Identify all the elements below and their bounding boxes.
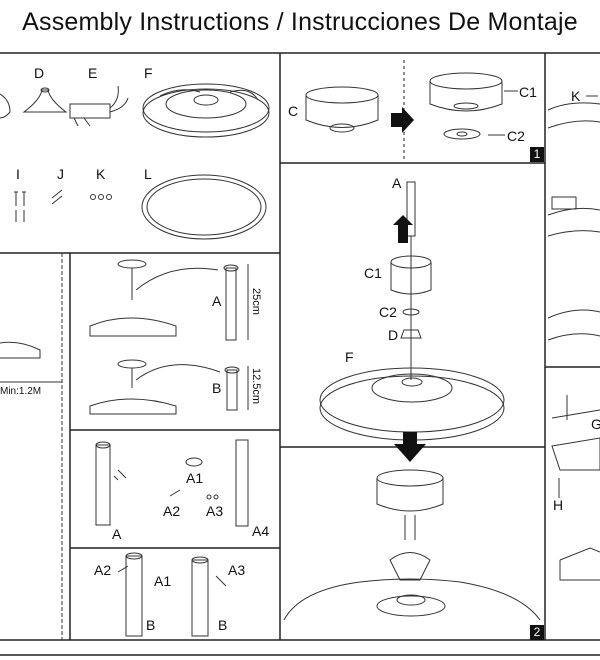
part-label-i: I xyxy=(16,166,20,182)
step1-label-c: C xyxy=(288,103,299,119)
step2-label-a: A xyxy=(392,175,402,191)
rod-label-a2: A2 xyxy=(163,503,181,519)
part-label-d: D xyxy=(34,65,45,81)
part-label-l: L xyxy=(144,166,152,182)
page-title: Assembly Instructions / Instrucciones De… xyxy=(22,8,578,36)
part-label-e: E xyxy=(88,65,98,81)
downrod-length-12-5: 12.5cm xyxy=(250,368,262,405)
part-label-j: J xyxy=(57,166,64,182)
assembly-label-a1: A1 xyxy=(154,573,172,589)
rod-label-a1: A1 xyxy=(186,470,204,486)
min-height-label: Min:1.2M xyxy=(0,386,42,397)
downrod-label-b: B xyxy=(212,380,222,396)
right-label-h: H xyxy=(553,497,564,513)
rod-label-a: A xyxy=(112,526,122,542)
step1-label-c1: C1 xyxy=(519,84,537,100)
step-number-2: 2 xyxy=(530,625,544,640)
step-number-1: 1 xyxy=(530,147,544,162)
assembly-label-a2: A2 xyxy=(94,562,112,578)
assembly-label-a3: A3 xyxy=(228,562,246,578)
downrod-label-a: A xyxy=(212,293,222,309)
part-label-f: F xyxy=(144,65,153,81)
right-label-g: G xyxy=(591,416,600,432)
step2-label-d: D xyxy=(388,327,399,343)
rod-label-a3: A3 xyxy=(206,503,224,519)
part-label-k: K xyxy=(96,166,106,182)
rod-label-a4: A4 xyxy=(252,523,270,539)
step2-label-c2: C2 xyxy=(379,304,397,320)
assembly-label-b-left: B xyxy=(146,617,156,633)
downrod-length-25: 25cm xyxy=(250,288,262,315)
right-label-k: K xyxy=(571,88,581,104)
step1-label-c2: C2 xyxy=(507,128,525,144)
step2-label-c1: C1 xyxy=(364,265,382,281)
step2-label-f: F xyxy=(345,349,354,365)
assembly-label-b-right: B xyxy=(218,617,228,633)
